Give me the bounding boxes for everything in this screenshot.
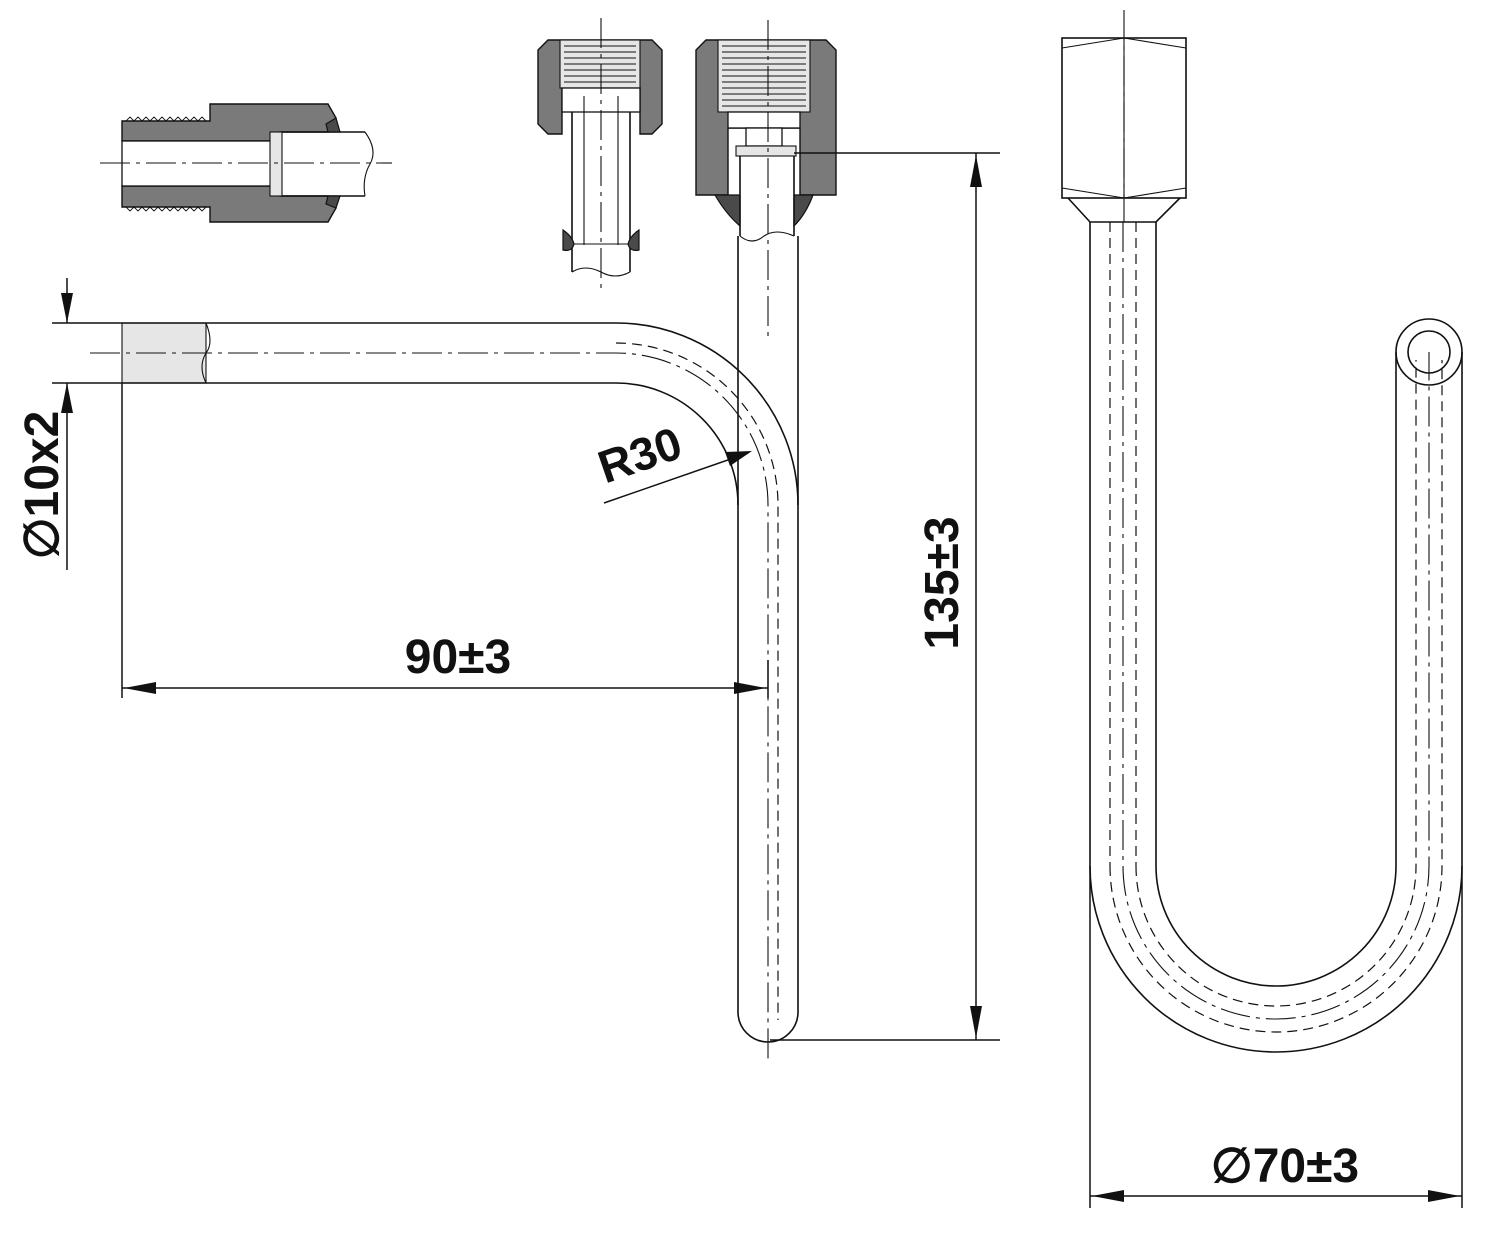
female-fitting-section-main (695, 39, 837, 242)
u-loop-siphon (1061, 10, 1463, 1053)
dimension-tube-diameter: ∅10x2 (16, 278, 122, 570)
dimension-loop-diameter: ∅70±3 (1089, 866, 1463, 1208)
dimension-label-vertical-length: 135±3 (916, 516, 969, 649)
dimension-label-bend-radius: R30 (591, 417, 688, 494)
bent-tube (90, 20, 799, 1060)
dimension-label-tube-size: ∅10x2 (16, 411, 69, 560)
dimension-vertical-length: 135±3 (770, 152, 1000, 1041)
dimension-label-loop-diameter: ∅70±3 (1211, 1140, 1359, 1193)
dimension-bend-radius: R30 (591, 417, 752, 504)
female-fitting-section-small (537, 18, 663, 290)
dimension-horizontal-length: 90±3 (121, 383, 769, 698)
dimension-label-horizontal-length: 90±3 (405, 631, 511, 684)
male-thread-fitting-section (100, 103, 392, 223)
